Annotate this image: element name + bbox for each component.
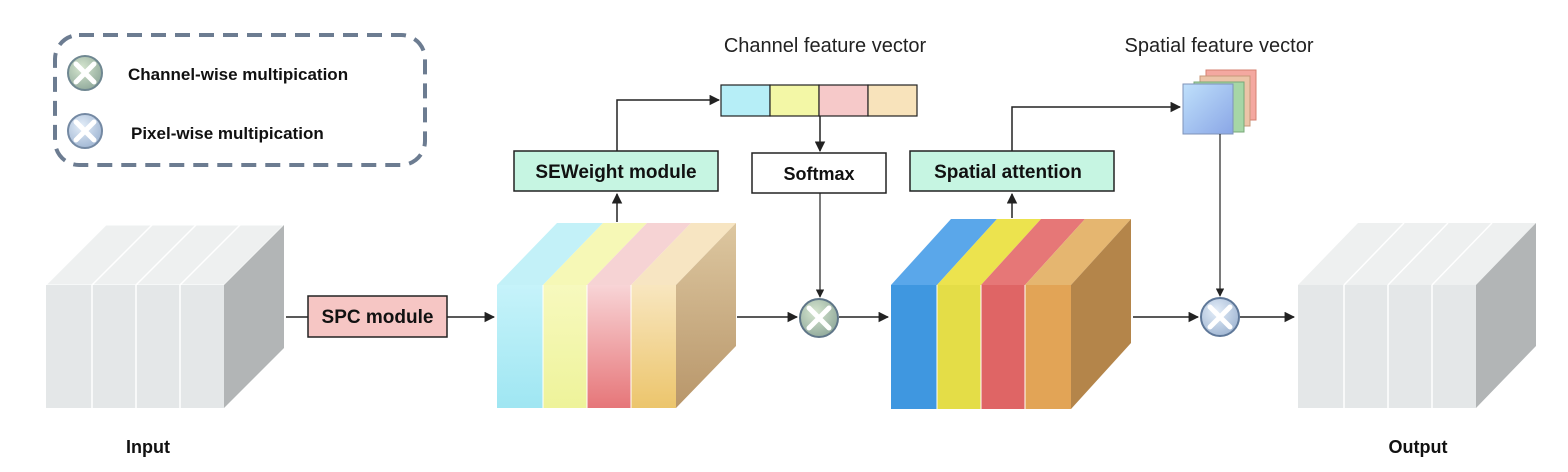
arrow-seweight-to-channel-vector (616, 94, 721, 151)
output-slice-1 (1298, 285, 1344, 408)
light-cube-side (676, 223, 736, 408)
seweight-module-label: SEWeight module (535, 162, 696, 183)
channel-wise-multiplication-icon (67, 55, 103, 91)
light-slice-1 (497, 285, 543, 408)
softmax-label: Softmax (783, 164, 854, 184)
bright-cube-top-2 (937, 219, 1041, 285)
channel-vector-cell-3 (818, 84, 869, 117)
channel-vector-cell-2 (769, 84, 820, 117)
pixel-wise-multiply-operator-icon (1200, 297, 1240, 337)
arrow-spatial-attention-to-spatial-vector (1011, 101, 1182, 151)
bright-cube-top-3 (981, 219, 1085, 285)
output-label: Output (1389, 437, 1448, 457)
input-label: Input (126, 437, 170, 457)
light-slice-4 (631, 285, 676, 408)
input-slice-1 (46, 285, 92, 408)
light-cube-top-4 (631, 223, 736, 285)
light-cube-top-1 (497, 223, 603, 285)
input-slice-4 (180, 285, 224, 408)
legend-pixel-wise-label: Pixel-wise multipication (131, 124, 324, 143)
channel-feature-vector (720, 84, 918, 117)
output-cube-side (1476, 223, 1536, 408)
spatial-feature-vector-label: Spatial feature vector (1125, 35, 1314, 57)
legend-channel-wise-label: Channel-wise multipication (128, 65, 348, 84)
pixel-wise-multiplication-icon (67, 113, 103, 149)
bright-slice-4 (1025, 285, 1071, 409)
bright-cube-top-4 (1025, 219, 1131, 285)
spatial-map-1 (1182, 83, 1234, 135)
channel-vector-cell-1 (720, 84, 771, 117)
input-cube-side (224, 225, 284, 408)
recalibrated-feature-map (891, 219, 1131, 409)
spatial-attention-box: Spatial attention (909, 150, 1115, 192)
seweight-module-box: SEWeight module (513, 150, 719, 192)
output-feature-map (1298, 222, 1536, 408)
light-slice-3 (587, 285, 631, 408)
spatial-attention-label: Spatial attention (934, 162, 1082, 183)
spc-module-label: SPC module (322, 307, 434, 328)
input-feature-map (44, 224, 286, 408)
input-slice-2 (92, 285, 136, 408)
bright-slice-2 (937, 285, 981, 409)
output-slice-4 (1432, 285, 1476, 408)
input-slice-3 (136, 285, 180, 408)
bright-slice-1 (891, 285, 937, 409)
light-cube-top-3 (587, 223, 691, 285)
bright-cube-side (1071, 219, 1131, 409)
multiscale-feature-map (497, 223, 736, 408)
bright-cube-top-1 (891, 219, 997, 285)
channel-vector-cell-4 (867, 84, 918, 117)
legend-border (53, 33, 427, 167)
light-cube-top-2 (543, 223, 647, 285)
output-slice-2 (1344, 285, 1388, 408)
light-slice-2 (543, 285, 587, 408)
spc-module-box: SPC module (307, 295, 448, 338)
spatial-feature-maps (1182, 69, 1257, 135)
output-slice-3 (1388, 285, 1432, 408)
softmax-box: Softmax (751, 152, 887, 194)
bright-slice-3 (981, 285, 1025, 409)
channel-feature-vector-label: Channel feature vector (724, 35, 927, 57)
legend: Channel-wise multipication Pixel-wise mu… (53, 33, 427, 167)
channel-wise-multiply-operator-icon (799, 298, 839, 338)
